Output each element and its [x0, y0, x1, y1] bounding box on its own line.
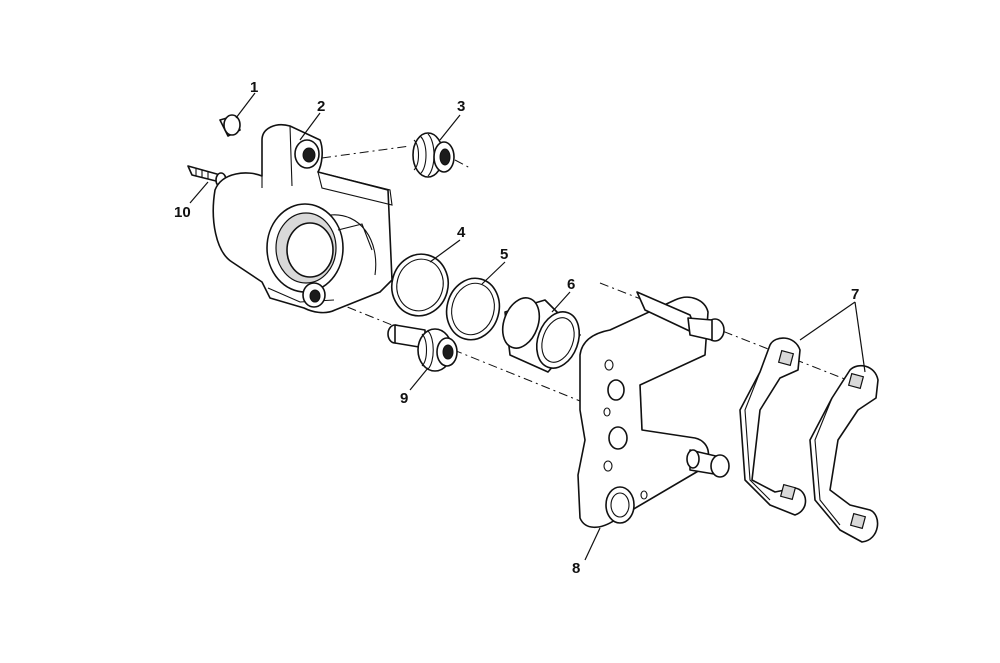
callout-9: 9 — [400, 390, 408, 407]
piston-part-6 — [501, 297, 581, 373]
callout-4: 4 — [457, 224, 466, 241]
callout-5: 5 — [500, 246, 508, 263]
brake-pad-inner-part-7 — [739, 337, 807, 516]
bracket-upper-stud — [636, 291, 725, 342]
callout-6: 6 — [567, 276, 575, 293]
callout-8: 8 — [572, 560, 580, 577]
callout-10: 10 — [174, 204, 191, 221]
bracket-lower-stud — [686, 449, 730, 478]
callout-2: 2 — [317, 98, 325, 115]
boot-part-3 — [412, 132, 455, 178]
caliper-body-part-2 — [212, 124, 393, 314]
bushing-part-1 — [219, 114, 241, 137]
piston-seal-part-4 — [390, 253, 450, 317]
leader-lines — [189, 92, 866, 561]
callout-7: 7 — [851, 286, 859, 303]
callout-3: 3 — [457, 98, 465, 115]
slide-pin-part-9 — [387, 324, 458, 372]
mounting-bracket-part-8 — [577, 296, 710, 529]
dust-seal-part-5 — [445, 277, 501, 341]
callout-labels: 1 2 3 4 5 6 7 8 9 10 — [174, 79, 859, 577]
callout-1: 1 — [250, 79, 258, 96]
brake-pad-outer-part-7 — [809, 364, 879, 543]
